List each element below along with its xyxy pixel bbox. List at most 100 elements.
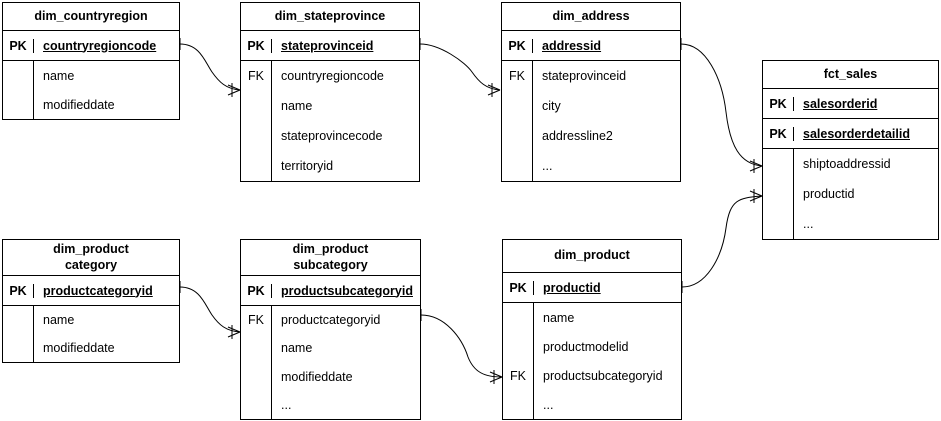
key-row-pk[interactable]: PK salesorderdetailid bbox=[763, 119, 938, 149]
key-field-name: countryregioncode bbox=[43, 38, 157, 53]
key-marker: PK bbox=[3, 283, 34, 298]
relationship-address-fctsales bbox=[680, 38, 763, 173]
key-field-name: productsubcategoryid bbox=[281, 283, 413, 298]
entity-title: dim_stateprovince bbox=[241, 3, 419, 31]
attribute-marker-gutter bbox=[763, 149, 794, 239]
entity-title: dim_countryregion bbox=[3, 3, 179, 31]
attribute-row: ... bbox=[542, 159, 553, 173]
attribute-list: productcategoryid name modifieddate ... bbox=[272, 306, 420, 419]
attribute-list: countryregioncode name stateprovincecode… bbox=[272, 61, 419, 181]
attribute-marker bbox=[502, 151, 532, 181]
attribute-marker-gutter: FK bbox=[241, 306, 272, 419]
entity-dim-productsubcategory[interactable]: dim_product subcategory PK productsubcat… bbox=[240, 239, 421, 420]
key-field-name: salesorderdetailid bbox=[803, 126, 910, 141]
attribute-marker bbox=[503, 303, 533, 332]
relationship-stateprovince-address bbox=[419, 38, 501, 97]
key-row-pk[interactable]: PK productsubcategoryid bbox=[241, 276, 420, 306]
attribute-block: FK countryregioncode name stateprovincec… bbox=[241, 61, 419, 181]
key-row-pk[interactable]: PK productcategoryid bbox=[3, 276, 179, 306]
attribute-marker-gutter bbox=[3, 61, 34, 119]
entity-title: dim_product bbox=[503, 240, 681, 273]
attribute-row: shiptoaddressid bbox=[803, 157, 891, 171]
attribute-marker bbox=[241, 151, 271, 181]
attribute-marker-gutter: FK bbox=[241, 61, 272, 181]
key-row-pk[interactable]: PK stateprovinceid bbox=[241, 31, 419, 61]
attribute-row: stateprovincecode bbox=[281, 129, 383, 143]
entity-dim-address[interactable]: dim_address PK addressid FK stateprovinc… bbox=[501, 2, 681, 182]
entity-dim-product[interactable]: dim_product PK productid FK name product… bbox=[502, 239, 682, 420]
entity-body: PK salesorderid PK salesorderdetailid sh… bbox=[763, 89, 938, 239]
attribute-marker-gutter: FK bbox=[503, 303, 534, 419]
attribute-list: stateprovinceid city addressline2 ... bbox=[533, 61, 680, 181]
entity-body: PK productid FK name productmodelid prod… bbox=[503, 273, 681, 419]
attribute-marker-gutter: FK bbox=[502, 61, 533, 181]
attribute-row: productcategoryid bbox=[281, 313, 381, 328]
key-row-pk[interactable]: PK salesorderid bbox=[763, 89, 938, 119]
key-field-name: productid bbox=[543, 280, 601, 295]
entity-body: PK countryregioncode name modifieddate bbox=[3, 31, 179, 119]
relationship-productcategory-subcategory bbox=[179, 281, 241, 339]
entity-dim-countryregion[interactable]: dim_countryregion PK countryregioncode n… bbox=[2, 2, 180, 120]
attribute-block: name modifieddate bbox=[3, 306, 179, 362]
attribute-row: modifieddate bbox=[43, 341, 115, 355]
key-marker: PK bbox=[241, 283, 272, 298]
attribute-marker bbox=[3, 306, 33, 334]
attribute-row: ... bbox=[281, 397, 292, 412]
entity-body: PK productcategoryid name modifieddate bbox=[3, 276, 179, 362]
attribute-row: name bbox=[543, 310, 575, 325]
attribute-marker bbox=[502, 91, 532, 121]
key-row-pk[interactable]: PK addressid bbox=[502, 31, 680, 61]
attribute-marker bbox=[503, 390, 533, 419]
attribute-row: productid bbox=[803, 187, 855, 201]
attribute-marker: FK bbox=[248, 69, 264, 83]
attribute-marker bbox=[3, 90, 33, 119]
key-marker: PK bbox=[3, 38, 34, 53]
relationship-product-fctsales bbox=[681, 189, 763, 293]
attribute-row: name bbox=[281, 99, 313, 113]
entity-dim-productcategory[interactable]: dim_product category PK productcategoryi… bbox=[2, 239, 180, 363]
attribute-row: productsubcategoryid bbox=[543, 368, 663, 383]
key-marker: PK bbox=[503, 280, 534, 295]
attribute-row: name bbox=[43, 313, 75, 327]
attribute-row: territoryid bbox=[281, 159, 334, 173]
attribute-marker bbox=[241, 334, 271, 362]
attribute-row: city bbox=[542, 99, 561, 113]
attribute-block: FK name productmodelid productsubcategor… bbox=[503, 303, 681, 419]
entity-title: dim_product category bbox=[3, 240, 179, 276]
attribute-marker bbox=[3, 334, 33, 362]
attribute-marker bbox=[502, 121, 532, 151]
attribute-row: ... bbox=[803, 217, 814, 231]
attribute-marker bbox=[241, 121, 271, 151]
relationship-countryregion-stateprovince bbox=[179, 38, 241, 97]
relationship-subcategory-product bbox=[420, 309, 503, 384]
attribute-marker bbox=[241, 91, 271, 121]
attribute-block: shiptoaddressid productid ... bbox=[763, 149, 938, 239]
attribute-marker: FK bbox=[509, 69, 525, 83]
attribute-row: addressline2 bbox=[542, 129, 613, 143]
key-marker: PK bbox=[241, 38, 272, 53]
entity-fct-sales[interactable]: fct_sales PK salesorderid PK salesorderd… bbox=[762, 60, 939, 240]
attribute-marker: FK bbox=[510, 368, 526, 383]
entity-body: PK productsubcategoryid FK productcatego… bbox=[241, 276, 420, 419]
attribute-row: stateprovinceid bbox=[542, 69, 627, 83]
key-marker: PK bbox=[763, 126, 794, 141]
attribute-row: productmodelid bbox=[543, 339, 629, 354]
entity-title: dim_product subcategory bbox=[241, 240, 420, 276]
attribute-block: FK stateprovinceid city addressline2 ... bbox=[502, 61, 680, 181]
attribute-marker bbox=[3, 61, 33, 90]
attribute-block: name modifieddate bbox=[3, 61, 179, 119]
entity-body: PK stateprovinceid FK countryregioncode … bbox=[241, 31, 419, 181]
attribute-row: modifieddate bbox=[43, 97, 115, 112]
key-marker: PK bbox=[502, 38, 533, 53]
key-marker: PK bbox=[763, 96, 794, 111]
key-row-pk[interactable]: PK countryregioncode bbox=[3, 31, 179, 61]
attribute-marker bbox=[763, 149, 793, 179]
attribute-marker bbox=[503, 332, 533, 361]
entity-dim-stateprovince[interactable]: dim_stateprovince PK stateprovinceid FK … bbox=[240, 2, 420, 182]
attribute-list: name modifieddate bbox=[34, 61, 179, 119]
key-row-pk[interactable]: PK productid bbox=[503, 273, 681, 303]
key-field-name: stateprovinceid bbox=[281, 38, 374, 53]
entity-title: dim_address bbox=[502, 3, 680, 31]
attribute-block: FK productcategoryid name modifieddate .… bbox=[241, 306, 420, 419]
